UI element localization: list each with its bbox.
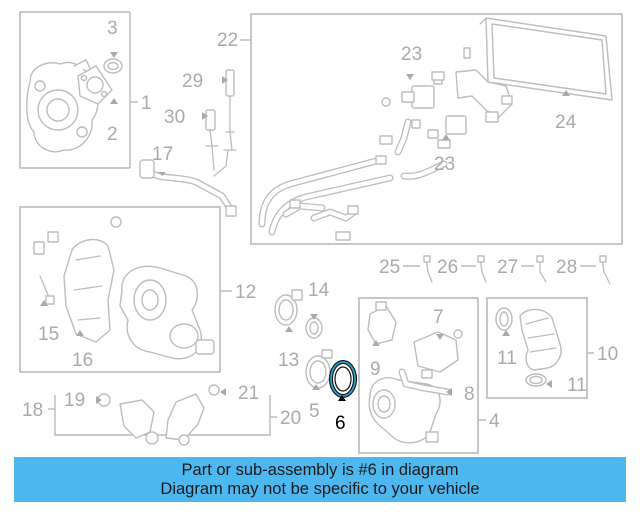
callout-10: 10 <box>597 344 618 365</box>
callout-4: 4 <box>489 411 500 432</box>
callout-23b: 23 <box>434 154 455 175</box>
banner-line-2: Diagram may not be specific to your vehi… <box>160 480 480 498</box>
actuator-part-7 <box>413 329 463 379</box>
callout-16: 16 <box>72 350 93 371</box>
exhaust-pipe-part-17 <box>139 159 237 217</box>
callout-27: 27 <box>497 257 518 278</box>
intercooler-part-24 <box>479 17 613 101</box>
sensor-part-26 <box>477 255 487 283</box>
callout-17: 17 <box>152 144 173 165</box>
callout-19: 19 <box>64 390 85 411</box>
egr-part-9 <box>367 301 397 345</box>
clamp-part-13 <box>274 289 303 326</box>
callout-11a: 11 <box>497 348 517 369</box>
pipe-part-8 <box>398 368 452 396</box>
callout-2: 2 <box>107 124 118 145</box>
sensor-part-28 <box>599 255 611 285</box>
callout-3: 3 <box>107 18 118 39</box>
callout-22: 22 <box>217 30 238 51</box>
gasket-part-3 <box>103 58 123 74</box>
callout-12: 12 <box>235 282 256 303</box>
callout-29: 29 <box>182 71 203 92</box>
sensor-part-25 <box>423 255 433 283</box>
heat-shield-part-16 <box>63 239 115 343</box>
callout-28: 28 <box>556 257 577 278</box>
callout-8: 8 <box>464 384 475 405</box>
turbocharger-part-12 <box>119 265 215 360</box>
frame-group-22 <box>250 13 623 245</box>
callout-23a: 23 <box>401 44 422 65</box>
frame-group-1 <box>19 11 130 169</box>
frame-group-4 <box>358 297 479 454</box>
bracket-part-22 <box>455 47 513 123</box>
frame-group-12 <box>19 206 221 373</box>
clamp-part-11a <box>495 307 513 331</box>
gasket-part-2 <box>77 65 113 105</box>
solenoid-valve-part-23b <box>437 115 467 149</box>
info-banner: Part or sub-assembly is #6 in diagram Di… <box>14 457 626 502</box>
clamp-part-11b <box>525 373 547 387</box>
callout-6-highlighted[interactable]: 6 <box>335 413 346 434</box>
callout-1: 1 <box>141 93 152 114</box>
callout-21: 21 <box>238 383 259 404</box>
callout-24: 24 <box>555 112 577 133</box>
callout-18: 18 <box>22 400 43 421</box>
callout-13: 13 <box>278 350 299 371</box>
callout-26: 26 <box>437 257 458 278</box>
banner-line-1: Part or sub-assembly is #6 in diagram <box>181 461 459 479</box>
sensor-part-29 <box>213 69 237 177</box>
sensor-part-27 <box>536 255 547 283</box>
bracket-part-20 <box>97 393 159 445</box>
bolt-part-15 <box>33 216 122 305</box>
callout-5: 5 <box>309 401 320 422</box>
egr-cooler-part-4 <box>368 377 441 444</box>
callout-20: 20 <box>280 408 301 429</box>
frame-group-10 <box>486 297 588 399</box>
bracket-part-21 <box>165 384 220 446</box>
callout-14: 14 <box>308 280 330 301</box>
gasket-part-6-highlighted[interactable] <box>329 360 357 398</box>
vacuum-hoses <box>258 71 448 241</box>
callout-25: 25 <box>379 257 400 278</box>
callout-7: 7 <box>433 307 444 328</box>
callout-30: 30 <box>164 107 185 128</box>
callout-11b: 11 <box>567 375 587 396</box>
leader-arrows <box>40 40 570 409</box>
intake-hose-part-10 <box>519 308 562 371</box>
sensor-part-30 <box>205 109 219 171</box>
gasket-part-14 <box>305 317 323 339</box>
callout-15: 15 <box>38 324 59 345</box>
clamp-part-5 <box>305 349 333 389</box>
callout-9: 9 <box>370 359 381 380</box>
